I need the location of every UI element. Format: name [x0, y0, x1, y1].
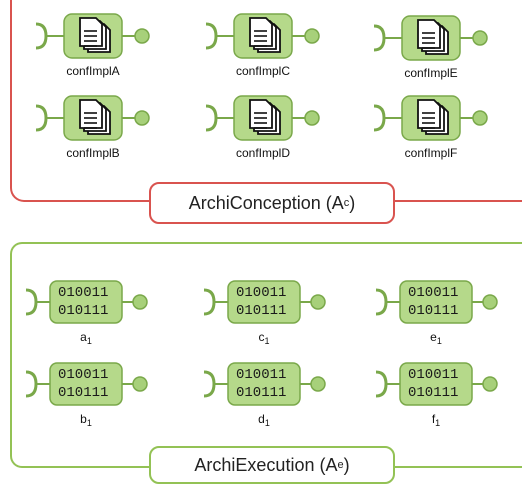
provided-interface-icon	[304, 28, 320, 44]
required-interface-icon	[25, 288, 38, 316]
document-stack-icon	[417, 19, 449, 55]
execution-title-sub: e	[337, 459, 344, 471]
component-shape	[373, 95, 488, 141]
execution-title-main: ArchiExecution (A	[194, 454, 338, 475]
binary-code: 010011 010111	[236, 284, 286, 320]
component-label: confImplA	[66, 64, 120, 78]
execution-title-end: )	[343, 454, 350, 475]
binary-code: 010011 010111	[408, 284, 458, 320]
binary-line-1: 010011	[236, 367, 287, 383]
binary-code: 010011 010111	[58, 284, 108, 320]
binary-line-2: 010111	[236, 385, 287, 401]
provided-interface-icon	[472, 110, 488, 126]
component-label: confImplE	[404, 66, 458, 80]
binary-line-2: 010111	[58, 303, 109, 319]
component-shape	[373, 15, 488, 61]
provided-interface-icon	[132, 376, 148, 392]
provided-interface-icon	[304, 110, 320, 126]
required-interface-icon	[35, 104, 48, 132]
document-stack-icon	[249, 17, 281, 53]
binary-code: 010011 010111	[236, 366, 286, 402]
document-stack-icon	[79, 99, 111, 135]
provided-interface-icon	[310, 294, 326, 310]
required-interface-icon	[25, 370, 38, 398]
provided-interface-icon	[132, 294, 148, 310]
component-shape	[35, 13, 150, 59]
binary-code: 010011 010111	[58, 366, 108, 402]
component-shape	[375, 362, 498, 406]
binary-line-2: 010111	[58, 385, 109, 401]
required-interface-icon	[375, 288, 388, 316]
required-interface-icon	[205, 22, 218, 50]
required-interface-icon	[373, 104, 386, 132]
component-shape	[203, 362, 326, 406]
component-shape	[25, 280, 148, 324]
component-label: e1	[430, 330, 442, 346]
component-shape	[375, 280, 498, 324]
required-interface-icon	[35, 22, 48, 50]
required-interface-icon	[203, 370, 216, 398]
execution-frame	[10, 242, 522, 468]
required-interface-icon	[205, 104, 218, 132]
component-label: confImplD	[235, 146, 291, 160]
component-shape	[205, 95, 320, 141]
document-stack-icon	[249, 99, 281, 135]
component-label: a1	[80, 330, 92, 346]
conception-title-sub: c	[343, 197, 350, 209]
binary-line-2: 010111	[408, 385, 459, 401]
provided-interface-icon	[134, 28, 150, 44]
provided-interface-icon	[482, 376, 498, 392]
binary-code: 010011 010111	[408, 366, 458, 402]
binary-line-1: 010011	[58, 367, 109, 383]
component-label: confImplF	[404, 146, 458, 160]
required-interface-icon	[375, 370, 388, 398]
component-shape	[203, 280, 326, 324]
component-label: confImplC	[235, 64, 291, 78]
component-label: d1	[258, 412, 270, 428]
component-label: f1	[431, 412, 441, 428]
component-shape	[25, 362, 148, 406]
binary-line-1: 010011	[408, 285, 459, 301]
document-stack-icon	[79, 17, 111, 53]
conception-title-main: ArchiConception (A	[188, 192, 344, 213]
conception-title-end: )	[349, 192, 356, 213]
required-interface-icon	[373, 24, 386, 52]
binary-line-1: 010011	[58, 285, 109, 301]
required-interface-icon	[203, 288, 216, 316]
component-label: c1	[258, 330, 270, 346]
provided-interface-icon	[482, 294, 498, 310]
binary-line-2: 010111	[408, 303, 459, 319]
provided-interface-icon	[472, 30, 488, 46]
binary-line-1: 010011	[408, 367, 459, 383]
binary-line-2: 010111	[236, 303, 287, 319]
document-stack-icon	[417, 99, 449, 135]
provided-interface-icon	[310, 376, 326, 392]
component-shape	[35, 95, 150, 141]
component-label: confImplB	[66, 146, 120, 160]
component-shape	[205, 13, 320, 59]
component-label: b1	[80, 412, 92, 428]
binary-line-1: 010011	[236, 285, 287, 301]
provided-interface-icon	[134, 110, 150, 126]
